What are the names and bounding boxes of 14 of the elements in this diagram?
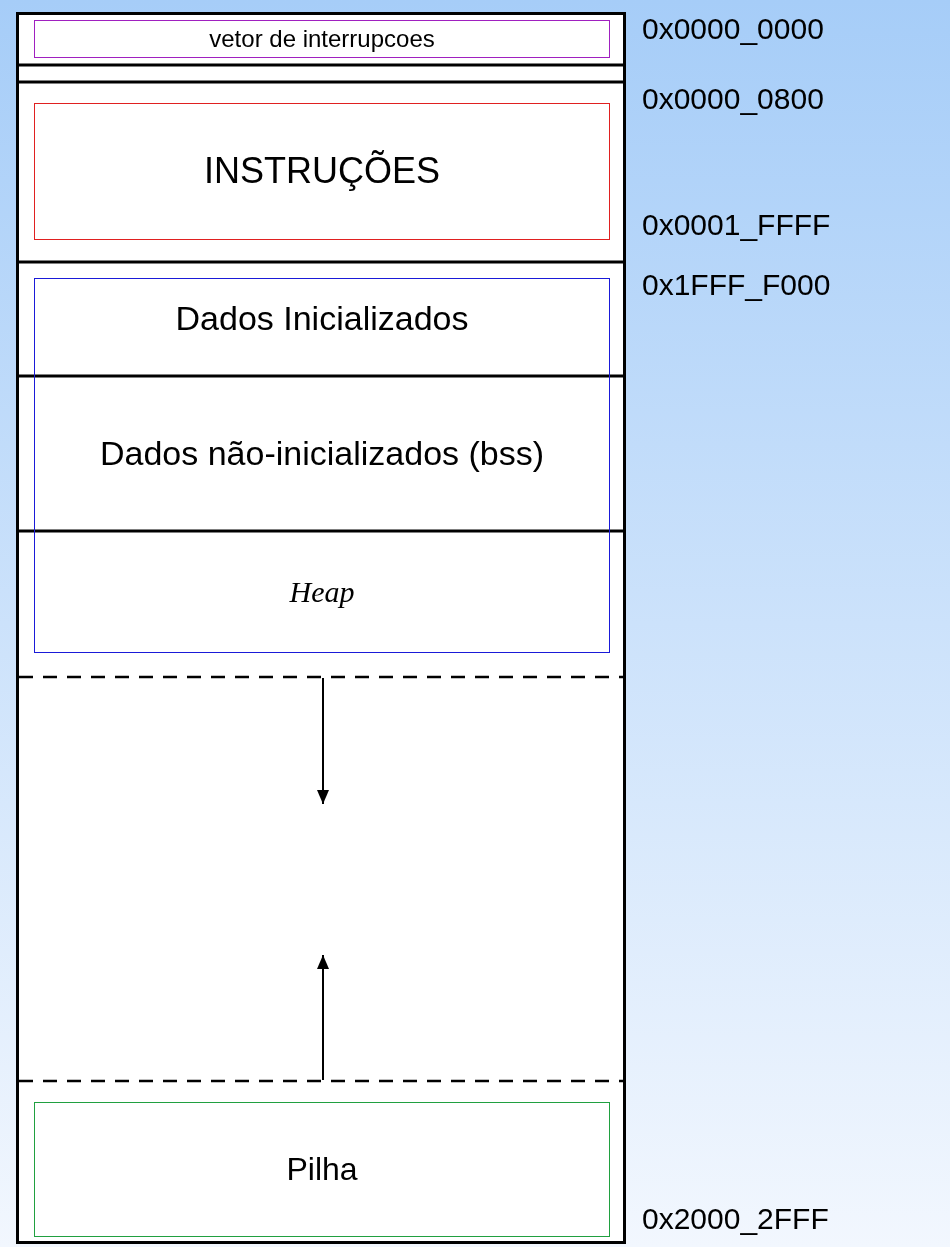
memory-region-box [34, 1102, 610, 1237]
segment-label: INSTRUÇÕES [204, 149, 440, 194]
address-label: 0x1FFF_F000 [642, 268, 831, 302]
segment-label: Pilha [286, 1150, 358, 1190]
memory-region-box [34, 103, 610, 240]
segment-label: Heap [289, 574, 355, 611]
address-label: 0x0001_FFFF [642, 208, 831, 242]
segment-label: vetor de interrupcoes [209, 23, 435, 54]
address-label: 0x0000_0800 [642, 82, 824, 116]
address-label: 0x0000_0000 [642, 12, 824, 46]
memory-region-box [34, 20, 610, 58]
segment-label: Dados não-inicializados (bss) [99, 432, 545, 474]
segment-label: Dados Inicializados [175, 298, 469, 340]
address-label: 0x2000_2FFF [642, 1202, 829, 1236]
